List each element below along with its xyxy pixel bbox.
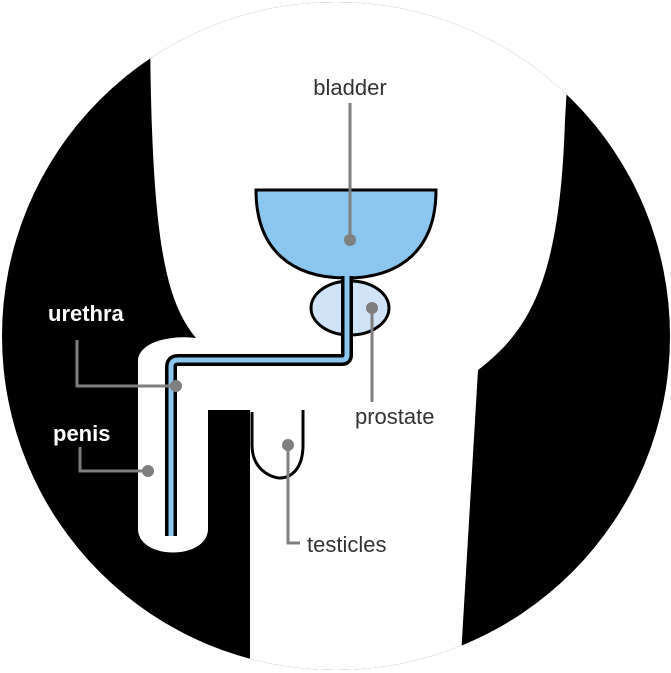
testicles-shape: [252, 410, 303, 478]
penis-marker: [142, 465, 154, 477]
testicles-marker: [282, 439, 294, 451]
testicles-label: testicles: [307, 532, 386, 557]
bladder-label: bladder: [313, 75, 386, 100]
bladder-marker: [344, 234, 356, 246]
prostate-label: prostate: [355, 404, 435, 429]
prostate-marker: [366, 302, 378, 314]
penis-label: penis: [53, 421, 110, 446]
urethra-marker: [170, 380, 182, 392]
urethra-label: urethra: [48, 301, 125, 326]
